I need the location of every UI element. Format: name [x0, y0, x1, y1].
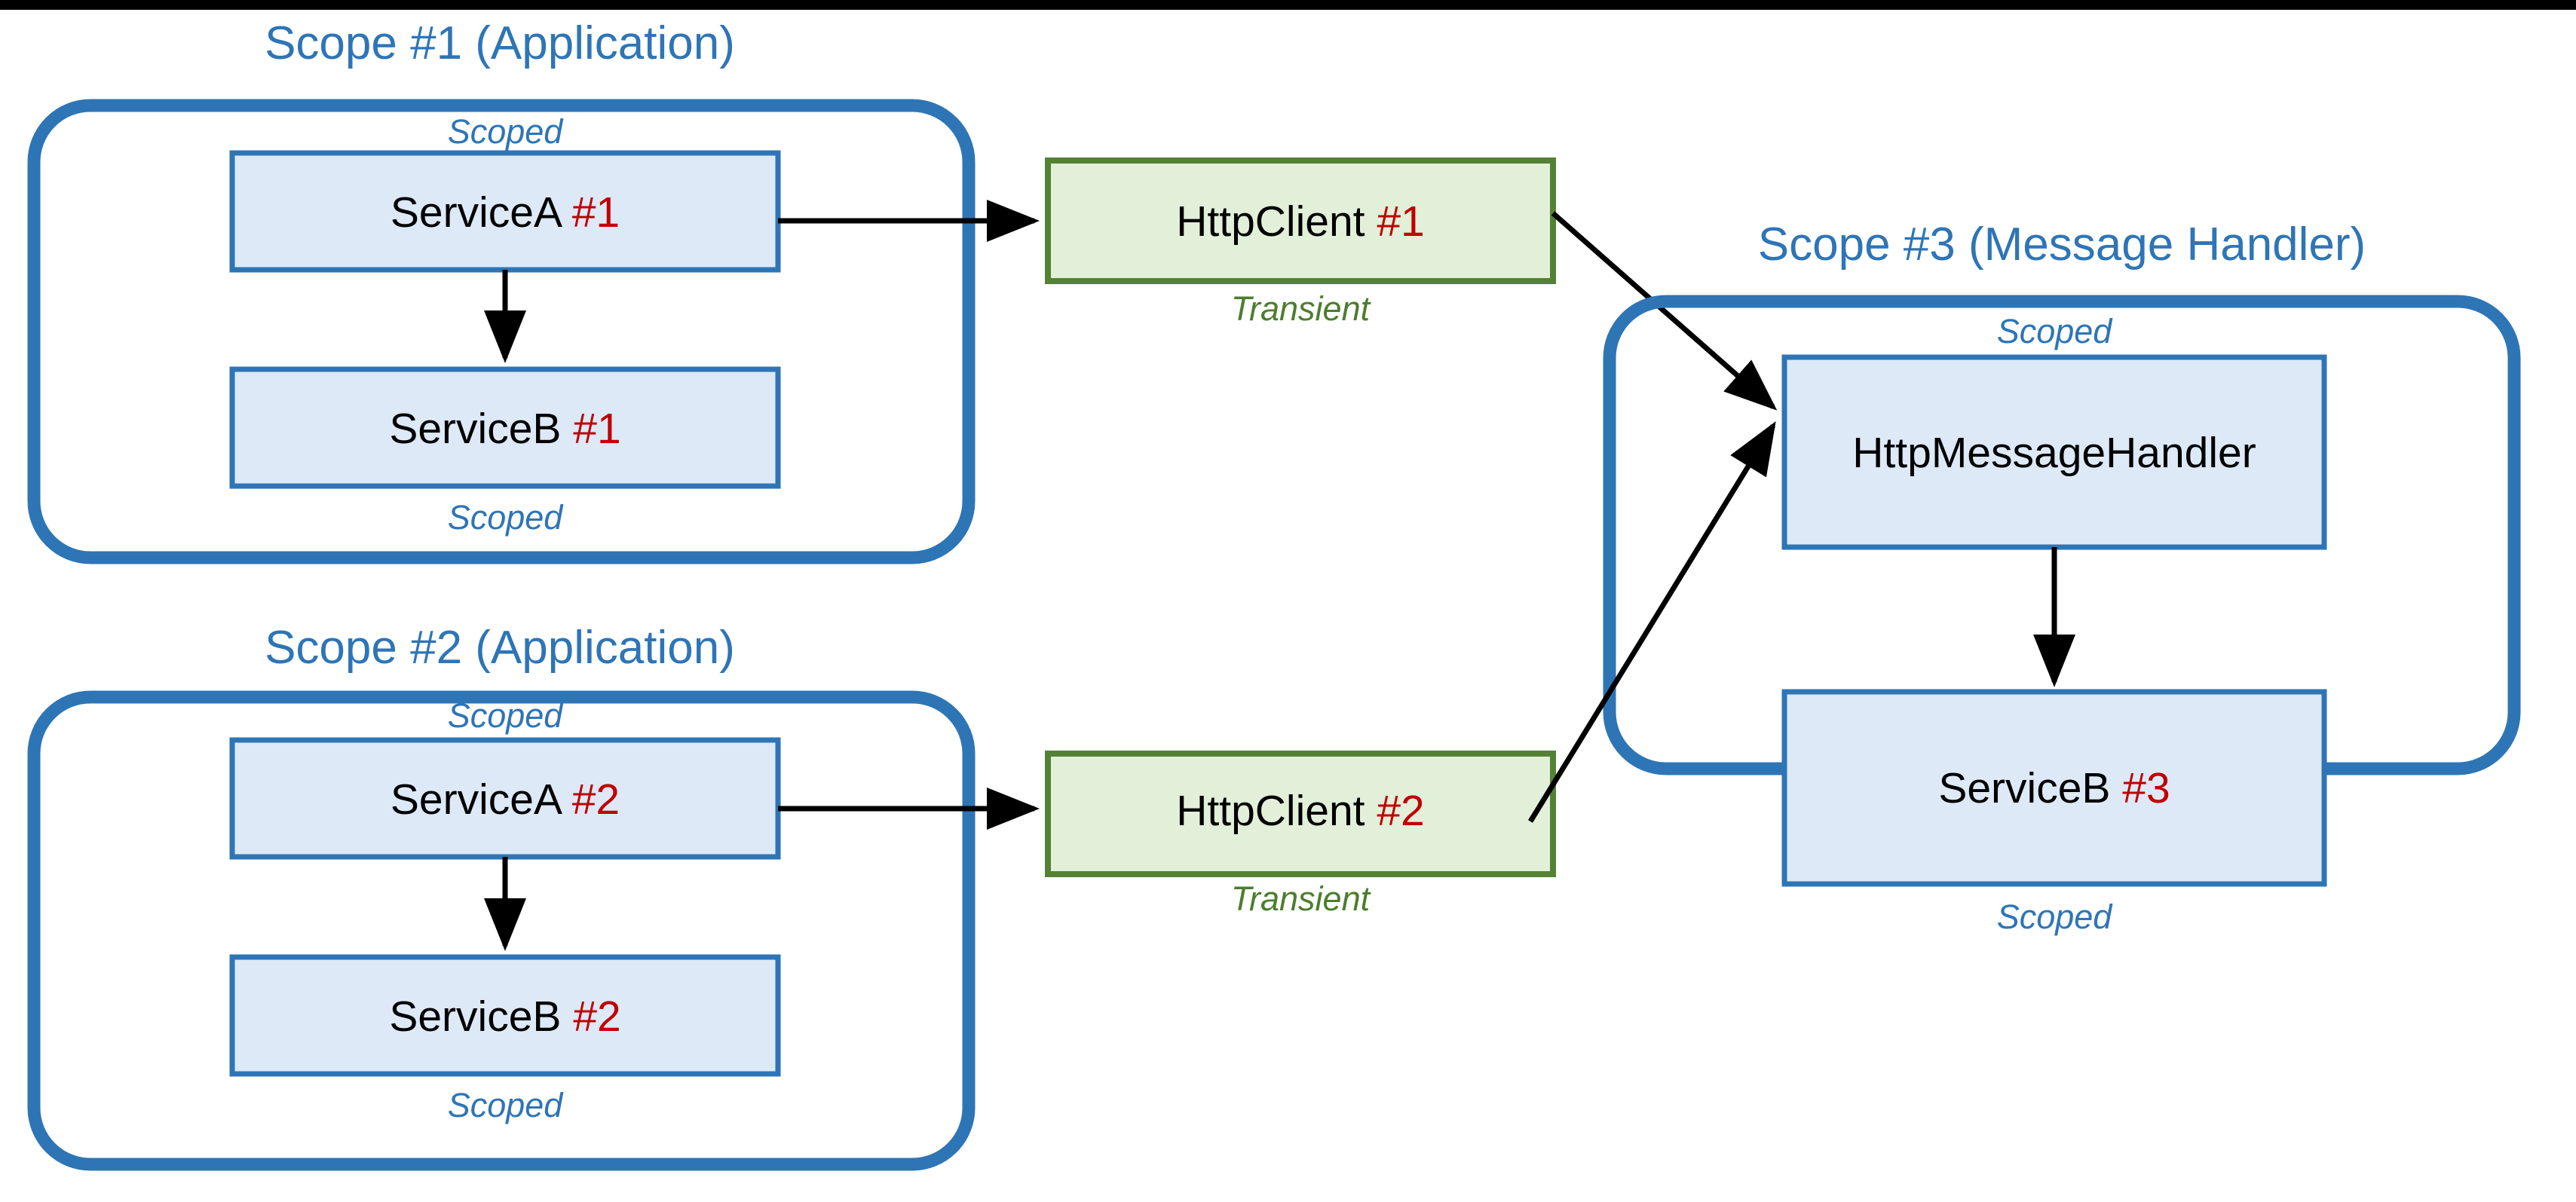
http-client-2-box[interactable] — [1045, 751, 1556, 877]
service-b-1-lifetime-label: Scoped — [448, 498, 565, 537]
http-message-handler-label: HttpMessageHandler — [1852, 429, 2256, 477]
node-service-b-1[interactable]: ServiceB #1 — [229, 366, 781, 489]
scope-2-frame — [27, 690, 976, 1171]
http-client-2-name: HttpClient — [1176, 787, 1377, 835]
scope-1-frame — [27, 99, 976, 564]
http-message-handler-box[interactable] — [1781, 354, 2327, 550]
service-a-2-name: ServiceA — [391, 775, 572, 824]
service-b-2-label: ServiceB #2 — [389, 992, 620, 1041]
service-a-2-instance: #2 — [572, 775, 620, 824]
service-a-2-lifetime-label: Scoped — [448, 696, 565, 735]
node-service-b-2[interactable]: ServiceB #2 — [229, 954, 781, 1077]
http-message-handler-lifetime-label: Scoped — [1997, 312, 2114, 350]
http-client-2-label: HttpClient #2 — [1176, 787, 1425, 835]
top-black-bar — [0, 0, 2576, 10]
scope-3-title: Scope #3 (Message Handler) — [1758, 219, 2366, 271]
scope-2-title: Scope #2 (Application) — [265, 622, 735, 674]
service-a-1-label: ServiceA #1 — [391, 188, 620, 237]
service-b-2-box[interactable] — [229, 954, 781, 1077]
service-a-2-label: ServiceA #2 — [391, 775, 620, 824]
http-client-1-label: HttpClient #1 — [1176, 197, 1425, 246]
http-client-1-instance: #1 — [1377, 197, 1424, 246]
http-client-1-box[interactable] — [1045, 158, 1556, 284]
node-service-b-3[interactable]: ServiceB #3 — [1781, 689, 2327, 887]
scope-1-title: Scope #1 (Application) — [265, 17, 735, 69]
node-http-client-1[interactable]: HttpClient #1 — [1045, 158, 1556, 284]
service-b-3-box[interactable] — [1781, 689, 2327, 887]
http-client-2-instance: #2 — [1377, 787, 1424, 835]
node-service-a-1[interactable]: ServiceA #1 — [229, 150, 781, 273]
service-b-2-name: ServiceB — [389, 992, 573, 1041]
service-a-1-instance: #1 — [572, 188, 620, 237]
node-service-a-2[interactable]: ServiceA #2 — [229, 737, 781, 860]
service-b-3-instance: #3 — [2122, 764, 2170, 812]
service-a-1-box[interactable] — [229, 150, 781, 273]
service-b-2-lifetime-label: Scoped — [448, 1086, 565, 1124]
service-b-2-instance: #2 — [573, 992, 620, 1041]
service-b-1-label: ServiceB #1 — [389, 405, 620, 453]
service-b-3-name: ServiceB — [1938, 764, 2122, 812]
service-b-3-label: ServiceB #3 — [1938, 764, 2170, 812]
edge-http-client-2-to-http-message-handler — [1528, 421, 1776, 823]
service-b-1-box[interactable] — [229, 366, 781, 489]
node-http-message-handler[interactable]: HttpMessageHandler — [1781, 354, 2327, 550]
service-a-1-name: ServiceA — [391, 188, 572, 237]
service-a-2-box[interactable] — [229, 737, 781, 860]
http-client-1-name: HttpClient — [1176, 197, 1377, 246]
edge-http-client-1-to-http-message-handler — [1551, 211, 1778, 411]
service-a-1-lifetime-label: Scoped — [448, 112, 565, 151]
http-client-2-lifetime-label: Transient — [1231, 879, 1372, 918]
service-b-1-instance: #1 — [573, 405, 620, 453]
service-b-1-name: ServiceB — [389, 405, 573, 453]
http-client-1-lifetime-label: Transient — [1231, 289, 1372, 328]
service-b-3-lifetime-label: Scoped — [1997, 898, 2114, 936]
node-http-client-2[interactable]: HttpClient #2 — [1045, 751, 1556, 877]
